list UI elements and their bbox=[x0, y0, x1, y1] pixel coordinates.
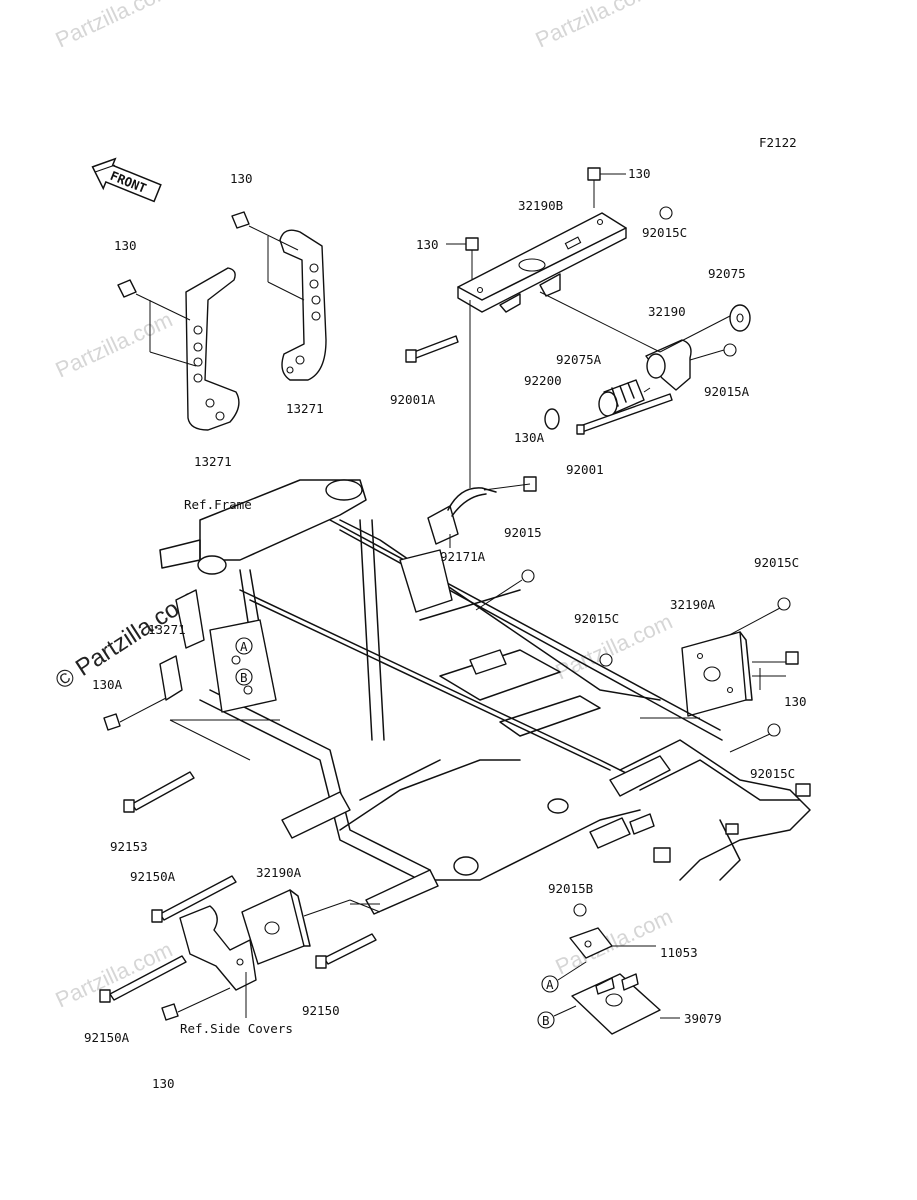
label-11053: 11053 bbox=[660, 945, 698, 960]
label-92015c: 92015C bbox=[750, 766, 795, 781]
watermark: Partzilla.com bbox=[532, 0, 657, 53]
label-32190a: 32190A bbox=[670, 597, 716, 612]
bracket-13271-left bbox=[185, 267, 240, 431]
bracket-32190 bbox=[645, 339, 692, 391]
nut-92015a bbox=[723, 343, 737, 357]
clamp-92171a bbox=[427, 487, 497, 545]
callout-a-frame-label: A bbox=[240, 639, 248, 654]
callout-b-frame bbox=[235, 668, 253, 686]
bolt-92150a-bottom bbox=[99, 955, 187, 1003]
label-13271: 13271 bbox=[148, 622, 186, 637]
label-92015c: 92015C bbox=[754, 555, 799, 570]
front-arrow-icon: FRONT bbox=[91, 157, 162, 203]
bolt-92150a-top bbox=[151, 875, 237, 923]
label-92150a: 92150A bbox=[84, 1030, 130, 1045]
bracket-13271-frame bbox=[159, 655, 183, 701]
label-92001a: 92001A bbox=[390, 392, 436, 407]
bolt-130-left bbox=[117, 279, 197, 367]
label-92150: 92150 bbox=[302, 1003, 340, 1018]
callout-b-detail bbox=[537, 1011, 555, 1029]
plate-32190b bbox=[457, 212, 627, 313]
damper-92075a bbox=[598, 379, 645, 417]
diagram-id: F2122 bbox=[759, 135, 797, 150]
label-130a: 130A bbox=[92, 677, 123, 692]
label-130a: 130A bbox=[514, 430, 545, 445]
nut-92015c-right bbox=[777, 597, 791, 611]
callout-a-detail-label: A bbox=[546, 977, 554, 992]
label-130: 130 bbox=[114, 238, 137, 253]
nut-92015b bbox=[573, 903, 587, 917]
mount-39079 bbox=[571, 973, 661, 1035]
label-32190: 32190 bbox=[648, 304, 686, 319]
bolt-130a-mid bbox=[483, 476, 537, 492]
bolt-130-top-right bbox=[587, 167, 626, 208]
callout-a-frame bbox=[235, 637, 253, 655]
nut-92015c-low bbox=[767, 723, 781, 737]
label-92001: 92001 bbox=[566, 462, 604, 477]
bracket-13271-right bbox=[279, 229, 327, 381]
label-92015c: 92015C bbox=[642, 225, 687, 240]
label-13271: 13271 bbox=[194, 454, 232, 469]
label-92015c: 92015C bbox=[574, 611, 619, 626]
label-130: 130 bbox=[416, 237, 439, 252]
nut-92015c-mid bbox=[599, 653, 613, 667]
label-39079: 39079 bbox=[684, 1011, 722, 1026]
bolt-130-right bbox=[785, 651, 799, 665]
callout-a-detail bbox=[541, 975, 559, 993]
label-92150a: 92150A bbox=[130, 869, 176, 884]
label-92015b: 92015B bbox=[548, 881, 593, 896]
label-32190b: 32190B bbox=[518, 198, 563, 213]
label-130: 130 bbox=[152, 1076, 175, 1091]
plate-32190a-right bbox=[681, 631, 753, 717]
label-92075: 92075 bbox=[708, 266, 746, 281]
callout-b-detail-label: B bbox=[542, 1013, 550, 1028]
label-130: 130 bbox=[628, 166, 651, 181]
side-cover-bracket bbox=[179, 905, 257, 991]
plate-32190a-bottom bbox=[241, 889, 311, 965]
bolt-92150 bbox=[315, 933, 377, 969]
label-32190a: 32190A bbox=[256, 865, 302, 880]
watermark: Partzilla.com bbox=[552, 904, 677, 980]
label-13271: 13271 bbox=[286, 401, 324, 416]
watermark: Partzilla.com bbox=[52, 307, 177, 383]
ref-side-covers-label: Ref.Side Covers bbox=[180, 1021, 293, 1036]
callout-b-frame-label: B bbox=[240, 670, 248, 685]
label-92015a: 92015A bbox=[704, 384, 750, 399]
watermark-layer: Partzilla.com Partzilla.com Partzilla.co… bbox=[51, 0, 677, 1013]
label-92075a: 92075A bbox=[556, 352, 602, 367]
bolt-130-mid bbox=[446, 237, 479, 280]
label-92015: 92015 bbox=[504, 525, 542, 540]
watermark: Partzilla.com bbox=[52, 0, 177, 53]
label-92171a: 92171A bbox=[440, 549, 486, 564]
washer-92200 bbox=[544, 408, 560, 430]
nut-92015c-top bbox=[659, 206, 673, 220]
bolt-130-bottom bbox=[161, 987, 231, 1021]
label-92153: 92153 bbox=[110, 839, 148, 854]
bolt-130-top-left bbox=[231, 211, 305, 301]
bolt-92001 bbox=[576, 393, 673, 435]
part-labels: 130 130 130 130 130 130 32190B 92015C 92… bbox=[84, 166, 807, 1091]
label-130: 130 bbox=[230, 171, 253, 186]
bolt-92001a bbox=[405, 335, 459, 363]
bolt-92153 bbox=[123, 771, 195, 813]
nut-92015 bbox=[521, 569, 535, 583]
label-130: 130 bbox=[784, 694, 807, 709]
label-92200: 92200 bbox=[524, 373, 562, 388]
bolt-130a-left bbox=[103, 697, 167, 731]
ref-frame-label: Ref.Frame bbox=[184, 497, 252, 512]
